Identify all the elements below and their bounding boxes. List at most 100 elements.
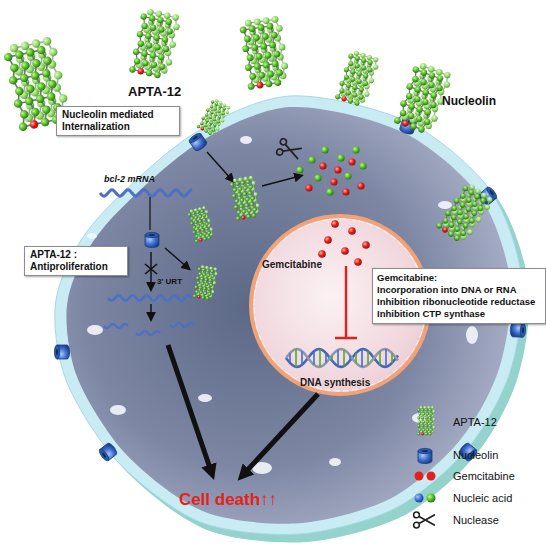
bead [425, 433, 428, 436]
bead [477, 205, 485, 213]
apta-link [419, 433, 430, 434]
gemcitabine-molecule-group [318, 220, 370, 266]
bead [465, 196, 473, 204]
bead [203, 292, 207, 296]
bead [421, 409, 424, 412]
receptor-pore [192, 135, 198, 140]
bead [258, 71, 266, 79]
apta-link [136, 52, 161, 57]
bead [195, 234, 199, 238]
legend-swatch-area [405, 490, 447, 506]
scissor-handle [414, 522, 420, 528]
bead [429, 101, 437, 109]
bead [202, 206, 206, 210]
bead [415, 115, 423, 123]
bead [3, 52, 13, 62]
bead [157, 16, 165, 24]
bead [198, 286, 202, 290]
bead [341, 96, 347, 102]
bead [480, 192, 488, 200]
apta-links [419, 410, 432, 434]
bead [421, 425, 424, 428]
bead [245, 64, 253, 72]
bead [212, 123, 217, 128]
bead [409, 122, 417, 130]
vesicle [110, 405, 126, 415]
bead [14, 50, 24, 60]
bead [427, 81, 435, 89]
apta-links [8, 49, 59, 126]
bead [197, 224, 201, 228]
base-pair [349, 355, 351, 360]
bead [204, 129, 209, 134]
nucleolin-receptor [145, 232, 159, 247]
bead [208, 125, 213, 130]
scissor-blades [419, 515, 434, 525]
bead [203, 213, 207, 217]
legend-text: Nucleolin [453, 446, 498, 464]
bead [30, 71, 40, 81]
bead [466, 228, 474, 236]
bead [198, 219, 202, 223]
base-pair [331, 355, 333, 360]
bead [248, 25, 256, 33]
helix-rungs [290, 349, 392, 367]
bead [194, 285, 198, 289]
bead [419, 78, 427, 86]
apta-link [472, 187, 490, 199]
apta-12-structure [193, 265, 219, 302]
nucleic-acid-strand [170, 323, 194, 327]
node-text: Inhibition ribonucleotide reductase [377, 296, 541, 308]
bead [436, 74, 444, 82]
bead [414, 85, 422, 93]
bead [161, 36, 169, 44]
bead [141, 50, 149, 58]
apta-link [457, 201, 485, 240]
bead [204, 123, 209, 128]
legend-swatch-area [405, 404, 447, 440]
legend-text: Nucleic acid [453, 490, 512, 506]
bead [203, 237, 207, 241]
apta-beads [239, 22, 284, 90]
vesicle [198, 394, 212, 402]
nucleic-acid-sample [415, 494, 436, 503]
bead [209, 267, 213, 271]
gemcitabine-molecule [348, 158, 355, 165]
bead [239, 204, 244, 209]
bead [435, 84, 443, 92]
bead [200, 209, 204, 213]
bead [140, 13, 148, 21]
bead [216, 127, 221, 132]
bead [145, 69, 153, 77]
scissor-handle [279, 138, 287, 146]
legend-entry: Nuclease [405, 511, 546, 529]
bead [202, 218, 206, 222]
apta-links [192, 207, 213, 237]
bead [246, 54, 254, 62]
apta-links [190, 211, 211, 241]
callout-box: Nucleolin mediated Internalization [56, 106, 180, 136]
bead [430, 413, 433, 416]
bead [211, 290, 215, 294]
base-pair [313, 351, 315, 365]
bead [213, 107, 218, 112]
receptor-pore [422, 450, 428, 452]
receptor-pore [149, 234, 155, 236]
node-text: DNA synthesis [300, 377, 370, 388]
bead [194, 220, 198, 224]
bead [210, 270, 214, 274]
nucleic-acid-strand [108, 295, 192, 300]
base-pair [361, 349, 363, 367]
gemcitabine-molecule [305, 184, 312, 191]
apta-beads [393, 66, 447, 135]
bead [425, 417, 428, 420]
bead [417, 125, 425, 133]
bead [419, 421, 422, 424]
apta-link [214, 108, 230, 133]
bead [148, 15, 156, 23]
bead [235, 199, 240, 204]
bead [462, 222, 470, 230]
bead [36, 45, 46, 55]
apta-beads [129, 13, 176, 80]
